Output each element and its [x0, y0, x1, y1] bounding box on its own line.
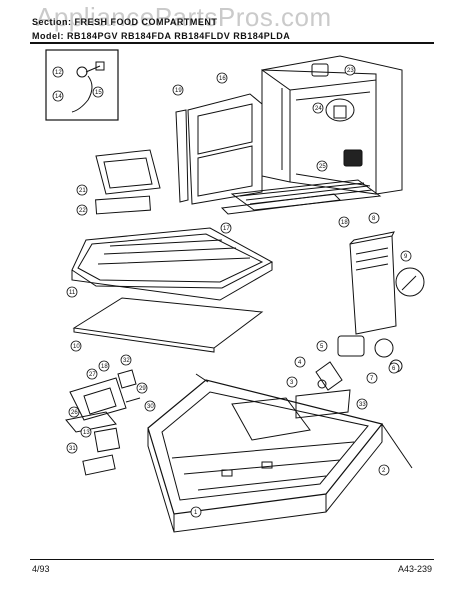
- callout-bubble: [368, 212, 380, 224]
- callout-group: 12 15 14 23 24 25 16 19 21 22 17 18 8 9 …: [52, 64, 412, 518]
- callout-bubble: [172, 84, 184, 96]
- callout-bubble: [190, 506, 202, 518]
- callout-number: 7: [370, 376, 374, 382]
- glass-insert: [72, 297, 264, 353]
- callout-bubble: [86, 368, 98, 380]
- callout-bubble: [312, 102, 324, 114]
- wire-shelf: [220, 179, 382, 215]
- callout-number: 1: [194, 510, 198, 516]
- callout-number: 30: [147, 404, 154, 410]
- callout-number: 2: [382, 468, 386, 474]
- callout-bubble: [70, 340, 82, 352]
- callout-number: 11: [69, 290, 76, 296]
- fan-assembly: [315, 335, 403, 391]
- base-pan: [147, 373, 413, 533]
- callout-bubble: [76, 204, 88, 216]
- callout-bubble: [400, 250, 412, 262]
- model-list: Model: RB184PGV RB184FDA RB184FLDV RB184…: [32, 31, 291, 41]
- callout-number: 9: [404, 254, 408, 260]
- section-title: Section: FRESH FOOD COMPARTMENT: [32, 17, 218, 27]
- callout-bubble: [294, 356, 306, 368]
- callout-bubble: [366, 372, 378, 384]
- callout-bubble: [98, 360, 110, 372]
- crisper-cover: [71, 227, 274, 301]
- door-liner: [175, 93, 263, 205]
- callout-number: 25: [319, 164, 326, 170]
- callout-bubble: [378, 464, 390, 476]
- callout-number: 29: [139, 386, 146, 392]
- callout-bubble: [80, 426, 92, 438]
- callout-bubble: [136, 382, 148, 394]
- callout-number: 5: [320, 344, 324, 350]
- page-code: A43-239: [397, 564, 432, 574]
- callout-number: 4: [298, 360, 302, 366]
- callout-number: 31: [69, 446, 76, 452]
- callout-bubble: [220, 222, 232, 234]
- callout-bubble: [338, 216, 350, 228]
- callout-number: 22: [79, 208, 86, 214]
- callout-number: 3: [290, 380, 294, 386]
- callout-bubble: [216, 72, 228, 84]
- callout-number: 14: [55, 94, 62, 100]
- revision-date: 4/93: [32, 564, 50, 574]
- callout-bubble: [52, 90, 64, 102]
- callout-number: 16: [219, 76, 226, 82]
- callout-bubble: [52, 66, 64, 78]
- callout-bubble: [120, 354, 132, 366]
- inset-box: [45, 49, 119, 121]
- callout-number: 6: [392, 366, 396, 372]
- evaporator-cover: [349, 231, 425, 335]
- control-housing: [311, 63, 363, 167]
- callout-bubble: [92, 86, 104, 98]
- callout-bubble: [68, 406, 80, 418]
- callout-number: 19: [175, 88, 182, 94]
- callout-bubble: [66, 286, 78, 298]
- callout-number: 26: [71, 410, 78, 416]
- callout-number: 21: [79, 188, 86, 194]
- header-rule: [30, 42, 434, 44]
- callout-number: 18: [341, 220, 348, 226]
- callout-number: 27: [89, 372, 96, 378]
- callout-number: 8: [372, 216, 376, 222]
- callout-bubble: [66, 442, 78, 454]
- callout-number: 17: [223, 226, 230, 232]
- callout-number: 13: [83, 430, 90, 436]
- callout-bubble: [76, 184, 88, 196]
- light-socket-part: [71, 61, 105, 113]
- callout-number: 18: [101, 364, 108, 370]
- cabinet-liner: [261, 55, 403, 195]
- watermark: AppliancePartsPros.com: [36, 2, 332, 32]
- callout-number: 10: [73, 344, 80, 350]
- callout-number: 24: [315, 106, 322, 112]
- callout-number: 23: [347, 68, 354, 74]
- crisper-pan: [65, 369, 141, 476]
- callout-bubble: [344, 64, 356, 76]
- footer-rule: [30, 559, 434, 560]
- callout-number: 32: [123, 358, 130, 364]
- callout-bubble: [286, 376, 298, 388]
- callout-bubble: [316, 160, 328, 172]
- callout-number: 12: [55, 70, 62, 76]
- callout-bubble: [316, 340, 328, 352]
- callout-number: 15: [95, 90, 102, 96]
- callout-bubble: [144, 400, 156, 412]
- dairy-door: [95, 149, 161, 215]
- callout-bubble: [388, 362, 400, 374]
- callout-number: 33: [359, 402, 366, 408]
- callout-bubble: [356, 398, 368, 410]
